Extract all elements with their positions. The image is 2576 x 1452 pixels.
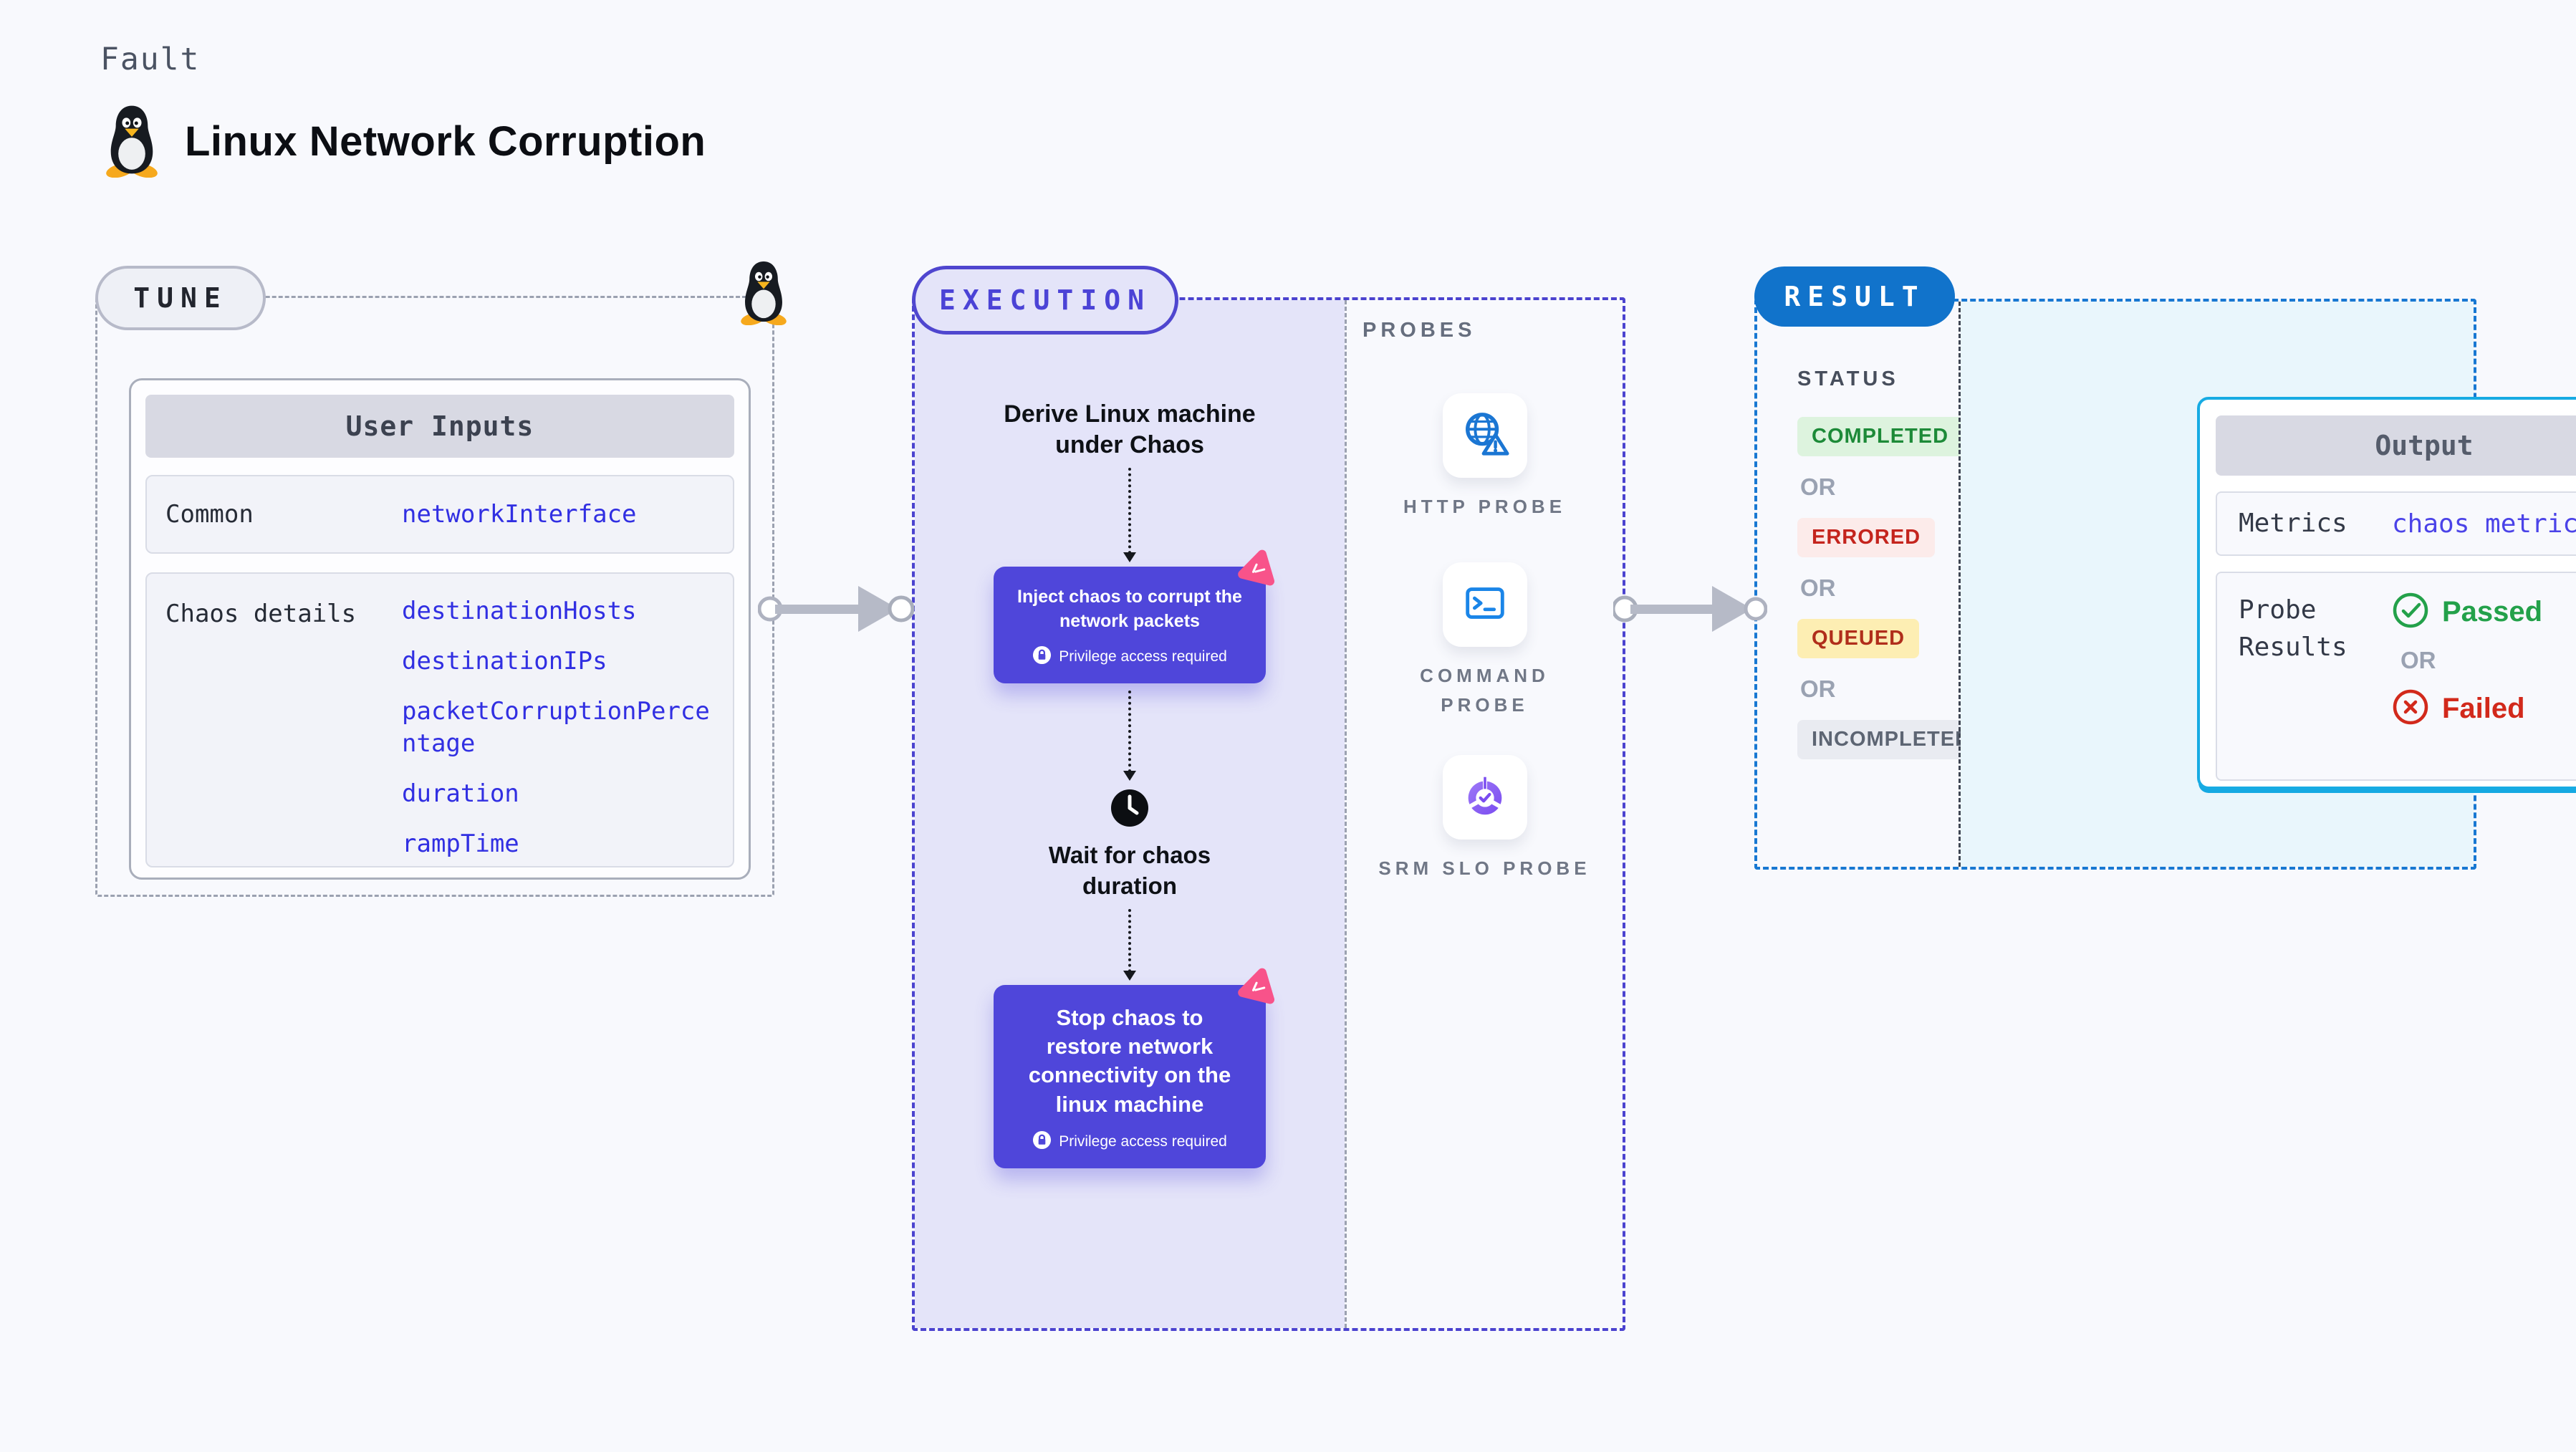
tux-penguin-small-icon xyxy=(735,258,792,329)
output-card: Output Metrics chaos metrics Probe Resul… xyxy=(2197,397,2576,789)
terminal-icon xyxy=(1460,578,1510,632)
probe-results-label: Probe Results xyxy=(2239,595,2347,663)
flow-connector-arrow xyxy=(1123,690,1136,781)
output-header: Output xyxy=(2216,415,2576,476)
node-title: Inject chaos to corrupt the network pack… xyxy=(1017,587,1242,632)
status-output-divider xyxy=(1959,302,1961,867)
stop-chaos-node: Stop chaos to restore network connectivi… xyxy=(994,968,1275,1168)
status-badge-completed: COMPLETED xyxy=(1797,417,1964,456)
execution-pill: EXECUTION xyxy=(912,266,1178,335)
check-circle-icon xyxy=(2392,592,2429,633)
or-label: OR xyxy=(1800,473,1836,500)
execution-flow-panel: Derive Linux machine under Chaos Inject … xyxy=(915,300,1345,1328)
failed-line: Failed xyxy=(2392,688,2542,729)
table-row-common: Common networkInterface xyxy=(145,475,734,554)
step-derive: Derive Linux machine under Chaos xyxy=(1004,400,1256,459)
slo-donut-icon xyxy=(1460,770,1510,824)
privilege-note-text: Privilege access required xyxy=(1059,1133,1227,1150)
row-value: rampTime xyxy=(402,829,519,858)
user-inputs-card: User Inputs Common networkInterface Chao… xyxy=(129,378,751,880)
page-title: Linux Network Corruption xyxy=(99,102,706,181)
status-badge-errored: ERRORED xyxy=(1797,518,1936,557)
globe-warning-icon xyxy=(1460,409,1510,463)
x-circle-icon xyxy=(2392,688,2429,729)
metrics-row: Metrics chaos metrics xyxy=(2216,491,2576,556)
chaos-pink-icon xyxy=(1237,965,1280,1011)
status-badge-incompleted: INCOMPLETED xyxy=(1797,720,1986,759)
output-panel: Output Metrics chaos metrics Probe Resul… xyxy=(1961,302,2576,867)
fault-eyebrow: Fault xyxy=(100,42,201,77)
row-value: duration xyxy=(402,779,519,808)
metrics-label: Metrics xyxy=(2239,508,2347,538)
probe-label: HTTP PROBE xyxy=(1403,496,1567,517)
lock-icon xyxy=(1032,1130,1052,1154)
probe-label: COMMAND PROBE xyxy=(1420,665,1549,716)
flow-connector-arrow xyxy=(1123,908,1136,981)
tune-section xyxy=(95,296,774,897)
privilege-note: Privilege access required xyxy=(1001,1130,1259,1154)
probe-label: SRM SLO PROBE xyxy=(1378,857,1591,879)
probes-panel: PROBES HTTP PROBE xyxy=(1345,300,1623,1328)
tune-pill: TUNE xyxy=(95,266,266,330)
arrow-execution-to-result xyxy=(1611,577,1768,644)
step-wait: Wait for chaos duration xyxy=(1048,841,1211,899)
status-heading: STATUS xyxy=(1797,367,1899,390)
tux-penguin-icon xyxy=(99,102,165,181)
privilege-note: Privilege access required xyxy=(1001,645,1259,669)
execution-section: Derive Linux machine under Chaos Inject … xyxy=(912,297,1625,1331)
probe-results-row: Probe Results Passed OR xyxy=(2216,572,2576,781)
result-section: STATUS COMPLETED OR ERRORED OR QUEUED OR… xyxy=(1754,299,2576,870)
row-value: destinationIPs xyxy=(402,647,607,676)
metrics-value: chaos metrics xyxy=(2392,509,2576,539)
node-title: Stop chaos to restore network connectivi… xyxy=(1028,1004,1231,1117)
clock-icon xyxy=(1110,788,1150,832)
row-label: Common xyxy=(165,500,254,529)
or-label: OR xyxy=(1800,574,1836,601)
lock-icon xyxy=(1032,645,1052,669)
result-pill: RESULT xyxy=(1754,266,1955,327)
row-value: networkInterface xyxy=(402,500,637,529)
row-label: Chaos details xyxy=(165,600,357,628)
page-title-text: Linux Network Corruption xyxy=(185,118,706,165)
privilege-note-text: Privilege access required xyxy=(1059,648,1227,665)
passed-label: Passed xyxy=(2442,596,2543,628)
or-label: OR xyxy=(1800,675,1836,702)
status-column: STATUS COMPLETED OR ERRORED OR QUEUED OR… xyxy=(1757,302,1986,867)
row-value: packetCorruptionPercentage xyxy=(402,697,710,758)
status-badge-queued: QUEUED xyxy=(1797,619,1920,658)
http-probe-card xyxy=(1442,393,1527,478)
table-row-chaos-details: Chaos details destinationHosts destinati… xyxy=(145,572,734,867)
command-probe-card xyxy=(1442,562,1527,648)
or-label: OR xyxy=(2400,647,2436,673)
failed-label: Failed xyxy=(2442,693,2525,724)
arrow-tune-to-execution xyxy=(757,577,915,644)
srm-slo-probe-card xyxy=(1442,754,1527,840)
flow-connector-arrow xyxy=(1123,468,1136,563)
row-value: destinationHosts xyxy=(402,597,637,625)
inject-chaos-node: Inject chaos to corrupt the network pack… xyxy=(994,549,1275,683)
chaos-pink-icon xyxy=(1237,547,1280,593)
passed-line: Passed xyxy=(2392,592,2542,633)
probes-heading: PROBES xyxy=(1363,319,1476,342)
user-inputs-header: User Inputs xyxy=(145,395,734,458)
